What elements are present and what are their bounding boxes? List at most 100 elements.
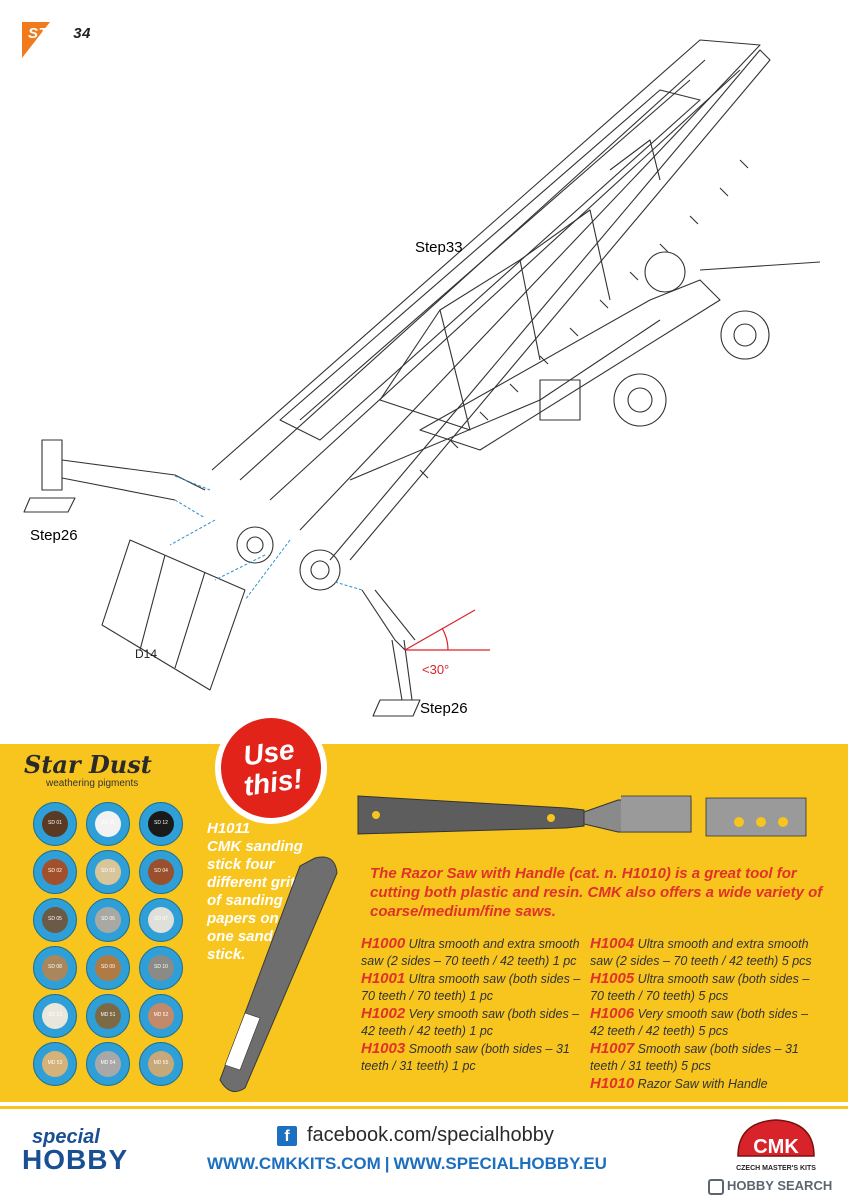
ramp-outer-rail — [211, 39, 761, 531]
stick-label — [224, 1012, 261, 1071]
pigment-code: SD 09 — [101, 964, 115, 970]
pigment-swatch — [42, 859, 68, 885]
saw-list-left: H1000 Ultra smooth and extra smooth saw … — [361, 935, 596, 1075]
pigment-swatch — [148, 859, 174, 885]
wheel-1 — [613, 373, 667, 427]
saw-item: H1001 Ultra smooth saw (both sides – 70 … — [361, 970, 596, 1005]
wheel-5-hub — [246, 536, 264, 554]
web-separator: | — [384, 1154, 390, 1173]
box-part — [539, 379, 581, 421]
pigment-swatch — [148, 955, 174, 981]
saw-description: Very smooth saw (both sides – 42 teeth /… — [361, 1007, 580, 1038]
cmkkits-link[interactable]: WWW.CMKKITS.COM — [207, 1154, 381, 1173]
pigment-swatch — [42, 1051, 68, 1077]
pigment-swatch — [95, 859, 121, 885]
saw-code: H1000 — [361, 935, 406, 952]
wheel-2 — [720, 310, 770, 360]
label-step33: Step33 — [415, 239, 463, 256]
step-badge-triangle — [22, 22, 50, 58]
pigment-swatch — [42, 1003, 68, 1029]
pigment-code: SD 02 — [48, 868, 62, 874]
saw-description: Smooth saw (both sides – 31 teeth / 31 t… — [361, 1042, 570, 1073]
pigment-swatch — [148, 811, 174, 837]
pigment-swatch — [95, 955, 121, 981]
saw-description: Smooth saw (both sides – 31 teeth / 31 t… — [590, 1042, 799, 1073]
facebook-text: facebook.com/specialhobby — [307, 1124, 554, 1146]
footer-divider — [0, 1106, 848, 1109]
pigment-jar: SD 02 — [33, 850, 77, 894]
special-hobby-logo-bottom: HOBBY — [22, 1144, 129, 1175]
label-step26-right: Step26 — [420, 700, 468, 717]
pigment-code: SD 04 — [154, 868, 168, 874]
missile-body — [279, 89, 701, 441]
ramp-rail-2 — [269, 69, 741, 501]
pigment-code: MD 55 — [153, 1060, 169, 1066]
truss-frame — [379, 139, 661, 431]
cmk-logo-text: CMK — [753, 1136, 799, 1158]
pigment-jar: MD 53 — [33, 1042, 77, 1086]
angle-marker — [404, 609, 490, 651]
saw-item: H1003 Smooth saw (both sides – 31 teeth … — [361, 1040, 596, 1075]
pigment-jar: SD 03 — [86, 850, 130, 894]
saw-code: H1007 — [590, 1040, 635, 1057]
saw-code: H1001 — [361, 970, 406, 987]
pigment-swatch — [42, 955, 68, 981]
wheel-2-hub — [733, 323, 757, 347]
saw-description: Ultra smooth and extra smooth saw (2 sid… — [361, 937, 580, 968]
hobby-search-text: HOBBY SEARCH — [727, 1178, 833, 1193]
hobby-search-watermark: HOBBY SEARCH — [708, 1178, 832, 1195]
wheel-4 — [299, 549, 341, 591]
pigment-code: SD 06 — [101, 916, 115, 922]
saw-code: H1006 — [590, 1005, 635, 1022]
pigment-jar: SD 07 — [139, 898, 183, 942]
right-foot — [372, 699, 421, 717]
saw-description: Ultra smooth saw (both sides – 70 teeth … — [590, 972, 810, 1003]
missile-line — [299, 79, 691, 421]
use-this-badge: Use this! — [215, 712, 327, 824]
pigment-jar: SD 13 — [33, 994, 77, 1038]
guide-lines — [169, 475, 363, 601]
website-links: WWW.CMKKITS.COM|WWW.SPECIALHOBBY.EU — [207, 1154, 607, 1174]
saw-description: Very smooth saw (both sides – 42 teeth /… — [590, 1007, 809, 1038]
saw-item: H1005 Ultra smooth saw (both sides – 70 … — [590, 970, 825, 1005]
spare-hole-1 — [734, 817, 744, 827]
pigment-code: MD 53 — [47, 1060, 63, 1066]
sanding-code: H1011 — [207, 820, 251, 837]
pigment-jar: SD 06 — [86, 898, 130, 942]
spare-hole-3 — [778, 817, 788, 827]
pigment-jar: SD 05 — [33, 898, 77, 942]
saw-item: H1000 Ultra smooth and extra smooth saw … — [361, 935, 596, 970]
saw-item: H1002 Very smooth saw (both sides – 42 t… — [361, 1005, 596, 1040]
saw-description: Ultra smooth saw (both sides – 70 teeth … — [361, 972, 581, 1003]
specialhobby-link[interactable]: WWW.SPECIALHOBBY.EU — [393, 1154, 607, 1173]
pigment-jar: SD 10 — [139, 946, 183, 990]
stardust-header: Star Dust weathering pigments — [24, 750, 194, 790]
step-badge-text: STEP 34 — [28, 25, 91, 42]
saw-item: H1004 Ultra smooth and extra smooth saw … — [590, 935, 825, 970]
towbar — [699, 261, 821, 271]
pigment-code: SD 07 — [154, 916, 168, 922]
saw-intro: The Razor Saw with Handle (cat. n. H1010… — [370, 865, 823, 920]
stardust-title: Star Dust — [24, 750, 152, 779]
pigment-jar: SD 04 — [139, 850, 183, 894]
pigment-swatch — [95, 811, 121, 837]
saw-handle — [357, 795, 585, 835]
wheel-5 — [236, 526, 274, 564]
left-outrigger — [23, 439, 206, 513]
pigment-swatch — [42, 907, 68, 933]
razor-saw-image — [357, 795, 807, 837]
pigment-swatch — [95, 1003, 121, 1029]
pigment-jar: MD 54 — [86, 1042, 130, 1086]
wheel-3 — [644, 251, 686, 293]
pigment-jar: SD 09 — [86, 946, 130, 990]
footer — [0, 1102, 848, 1200]
step-number: 34 — [73, 25, 91, 42]
pigment-code: MD 54 — [100, 1060, 116, 1066]
stardust-subtitle: weathering pigments — [46, 778, 139, 789]
pigment-jar: MD 51 — [86, 994, 130, 1038]
handle-hole-1 — [372, 811, 380, 819]
pigment-jar: SD 12 — [139, 802, 183, 846]
wheel-1-hub — [627, 387, 653, 413]
